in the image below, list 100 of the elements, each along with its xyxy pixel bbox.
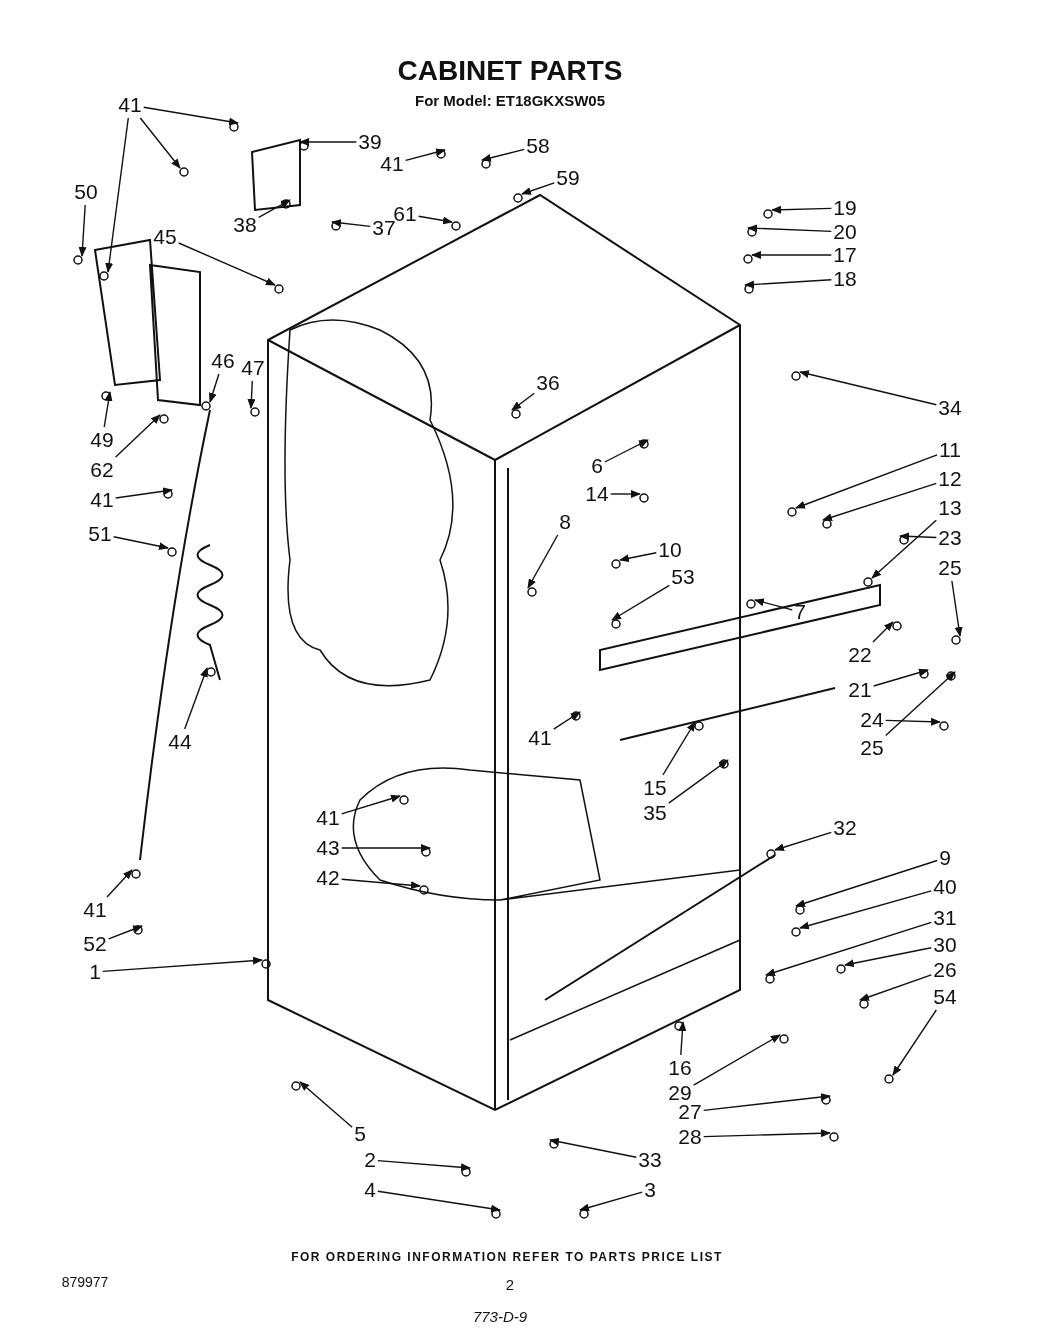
leader-line [377, 1190, 501, 1213]
callout-number: 21 [848, 679, 872, 701]
callout-number: 20 [833, 221, 857, 243]
leader-line [693, 1034, 781, 1086]
callout-number: 24 [860, 709, 884, 731]
callout-number: 6 [591, 455, 603, 477]
callout-number: 41 [380, 153, 404, 175]
reference-code: 773-D-9 [472, 1308, 528, 1325]
leader-line [184, 667, 208, 730]
callout-number: 12 [938, 468, 962, 490]
leader-line [662, 721, 696, 776]
callout-number: 38 [233, 214, 257, 236]
callout-number: 41 [316, 807, 340, 829]
callout-number: 35 [643, 802, 667, 824]
leader-line [178, 242, 276, 286]
leader-line [678, 1021, 687, 1056]
leader-line [892, 1009, 937, 1076]
leader-line [102, 956, 263, 973]
leader-line [139, 117, 181, 169]
footer-note: FOR ORDERING INFORMATION REFER TO PARTS PRICE LIST [291, 1250, 723, 1264]
callout-number: 13 [938, 497, 962, 519]
leader-line [795, 859, 938, 908]
leader-line [481, 148, 525, 162]
callout-number: 62 [90, 459, 114, 481]
callout-number: 36 [536, 372, 560, 394]
leader-line [604, 439, 649, 463]
leader-line [299, 138, 357, 146]
leader-line [754, 598, 793, 611]
callout-number: 37 [372, 217, 396, 239]
leader-line [377, 1159, 471, 1172]
callout-number: 29 [668, 1082, 692, 1104]
leader-line [774, 831, 832, 852]
callout-number: 50 [74, 181, 98, 203]
leader-line [885, 717, 941, 726]
callout-number: 31 [933, 907, 957, 929]
leader-line [143, 106, 239, 126]
leader-line [751, 251, 832, 259]
drawing-number: 879977 [61, 1274, 109, 1290]
callout-number: 5 [354, 1123, 366, 1145]
callout-number: 46 [211, 350, 235, 372]
page-number: 2 [505, 1276, 515, 1293]
leader-line [873, 668, 929, 687]
leader-line [619, 552, 657, 563]
callout-number: 52 [83, 933, 107, 955]
leader-line [521, 182, 555, 195]
model-subtitle: For Model: ET18GKXSW05 [415, 92, 605, 109]
callout-number: 23 [938, 527, 962, 549]
leader-line [208, 373, 220, 403]
leader-line [113, 536, 169, 551]
callout-number: 10 [658, 539, 682, 561]
callout-number: 51 [88, 523, 112, 545]
leader-line [747, 224, 832, 233]
callout-number: 40 [933, 876, 957, 898]
callout-number: 25 [860, 737, 884, 759]
callout-number: 33 [638, 1149, 662, 1171]
callout-number: 1 [89, 961, 101, 983]
leader-line [331, 219, 371, 228]
leader-line [527, 534, 559, 589]
leader-line [115, 414, 161, 458]
callout-number: 11 [939, 439, 961, 461]
callout-number: 15 [643, 777, 667, 799]
callout-number: 54 [933, 986, 957, 1008]
leader-line [795, 454, 938, 509]
callout-number: 7 [794, 601, 806, 623]
callout-number: 18 [833, 268, 857, 290]
callout-number: 45 [153, 226, 177, 248]
leader-line [859, 974, 932, 1001]
callout-number: 34 [938, 397, 962, 419]
leader-line [108, 925, 143, 940]
callout-number: 9 [939, 847, 951, 869]
leader-line [105, 117, 129, 273]
callout-number: 3 [644, 1179, 656, 1201]
leader-line [871, 519, 937, 579]
callout-number: 25 [938, 557, 962, 579]
leader-line [247, 380, 256, 409]
leader-line [885, 671, 956, 737]
callout-number: 47 [241, 357, 265, 379]
leader-line [744, 279, 832, 289]
leader-line [799, 890, 932, 930]
callout-number: 32 [833, 817, 857, 839]
leader-line [341, 844, 431, 852]
callout-number: 49 [90, 429, 114, 451]
leader-line [78, 204, 87, 257]
callout-number: 43 [316, 837, 340, 859]
callout-number: 8 [559, 511, 571, 533]
callout-number: 41 [83, 899, 107, 921]
leader-line [115, 487, 173, 499]
leader-line [703, 1129, 831, 1138]
callout-number: 17 [833, 244, 857, 266]
leader-line [765, 921, 932, 977]
leader-line [844, 947, 932, 968]
callout-number: 58 [526, 135, 550, 157]
callout-number: 16 [668, 1057, 692, 1079]
leader-line [106, 869, 133, 898]
leader-line [822, 482, 937, 522]
leader-line [258, 199, 291, 219]
leader-line [341, 794, 401, 815]
callout-number: 19 [833, 197, 857, 219]
leader-line [103, 391, 113, 428]
callout-number: 42 [316, 867, 340, 889]
